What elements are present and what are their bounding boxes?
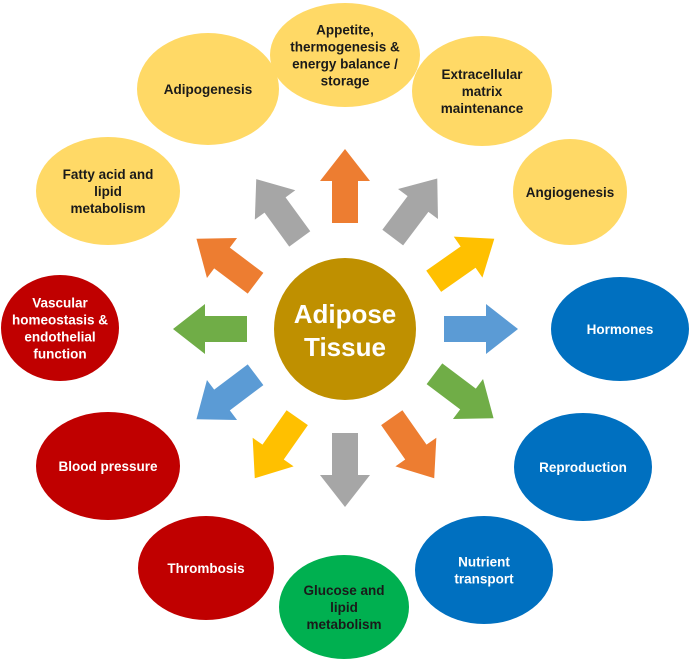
glucose-lipid-metabolism-node-label-line: Glucose and: [303, 583, 384, 598]
fatty-acid-lipid-metabolism-arrow: [196, 238, 264, 294]
vascular-homeostasis-node: Vascular homeostasis & endothelial function: [1, 275, 119, 381]
glucose-lipid-metabolism-node-label-line: lipid: [330, 600, 358, 615]
adipogenesis-node: Adipogenesis: [137, 33, 279, 145]
vascular-homeostasis-arrow: [173, 304, 247, 354]
appetite-node-label-line: thermogenesis &: [290, 40, 400, 55]
reproduction-node-shape: [514, 413, 652, 521]
glucose-lipid-metabolism-node-shape: [279, 555, 409, 659]
appetite-node-shape: [270, 3, 420, 107]
hormones-node-shape: [551, 277, 689, 381]
blood-pressure-arrow: [196, 364, 264, 420]
reproduction-arrow: [426, 363, 494, 419]
fatty-acid-lipid-metabolism-node-label-line: metabolism: [70, 201, 145, 216]
reproduction-node: Reproduction: [514, 413, 652, 521]
fatty-acid-lipid-metabolism-node-label-line: Fatty acid and: [63, 167, 154, 182]
glucose-lipid-metabolism-node: Glucose and lipid metabolism: [279, 555, 409, 659]
angiogenesis-arrow: [426, 236, 495, 292]
hormones-node-label-line: Hormones: [587, 322, 654, 337]
adipose-tissue-center-label: Adipose: [294, 299, 397, 329]
blood-pressure-node: Blood pressure: [36, 412, 180, 520]
reproduction-node-label-line: Reproduction: [539, 460, 627, 475]
glucose-lipid-metabolism-node-label-line: metabolism: [306, 617, 381, 632]
extracellular-matrix-node-label-line: Extracellular: [441, 67, 523, 82]
nutrient-transport-arrow: [381, 410, 437, 479]
appetite-node-label-line: Appetite,: [316, 23, 374, 38]
angiogenesis-node-label-line: Angiogenesis: [526, 185, 615, 200]
appetite-arrow: [320, 149, 370, 223]
adipose-tissue-center-shape: [274, 258, 416, 400]
angiogenesis-node-shape: [513, 139, 627, 245]
blood-pressure-node-label-line: Blood pressure: [58, 459, 158, 474]
hormones-node: Hormones: [551, 277, 689, 381]
thrombosis-arrow: [252, 410, 308, 479]
fatty-acid-lipid-metabolism-node-shape: [36, 137, 180, 245]
vascular-homeostasis-node-label-line: Vascular: [32, 296, 88, 311]
adipogenesis-node-label-line: Adipogenesis: [164, 82, 253, 97]
thrombosis-node-shape: [138, 516, 274, 620]
glucose-lipid-metabolism-arrow: [320, 433, 370, 507]
thrombosis-node: Thrombosis: [138, 516, 274, 620]
appetite-node-label-line: storage: [321, 74, 370, 89]
vascular-homeostasis-node-label-line: function: [33, 347, 86, 362]
extracellular-matrix-node: Extracellular matrix maintenance: [412, 36, 552, 146]
thrombosis-node-label-line: Thrombosis: [167, 561, 244, 576]
extracellular-matrix-arrow: [382, 178, 438, 246]
angiogenesis-node: Angiogenesis: [513, 139, 627, 245]
vascular-homeostasis-node-shape: [1, 275, 119, 381]
vascular-homeostasis-node-label-line: homeostasis &: [12, 313, 108, 328]
extracellular-matrix-node-label-line: matrix: [462, 84, 503, 99]
adipose-tissue-center-label: Tissue: [304, 332, 386, 362]
fatty-acid-lipid-metabolism-node-label-line: lipid: [94, 184, 122, 199]
appetite-node-label-line: energy balance /: [292, 57, 398, 72]
nutrient-transport-node-label-line: Nutrient: [458, 555, 510, 570]
blood-pressure-node-shape: [36, 412, 180, 520]
adipogenesis-node-shape: [137, 33, 279, 145]
extracellular-matrix-node-label-line: maintenance: [441, 101, 524, 116]
fatty-acid-lipid-metabolism-node: Fatty acid and lipid metabolism: [36, 137, 180, 245]
vascular-homeostasis-node-label-line: endothelial: [24, 330, 95, 345]
appetite-node: Appetite, thermogenesis & energy balance /…: [270, 3, 420, 107]
nutrient-transport-node: Nutrient transport: [415, 516, 553, 624]
adipogenesis-arrow: [254, 179, 311, 247]
nutrient-transport-node-label-line: transport: [454, 572, 514, 587]
nutrient-transport-node-shape: [415, 516, 553, 624]
extracellular-matrix-node-shape: [412, 36, 552, 146]
hormones-arrow: [444, 304, 518, 354]
